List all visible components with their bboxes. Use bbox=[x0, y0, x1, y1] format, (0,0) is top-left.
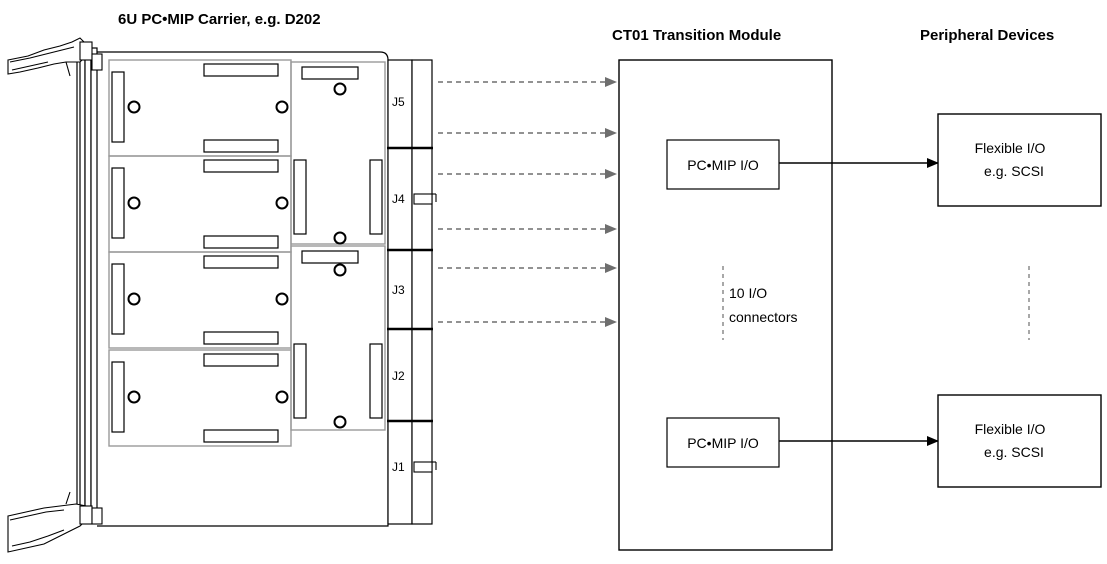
connector-label-j2: J2 bbox=[392, 369, 405, 383]
peripheral-bottom-line1: Flexible I/O bbox=[975, 421, 1046, 437]
bottom-ejector-handle-icon bbox=[7, 491, 103, 553]
pcmip-io-box-bottom: PC•MIP I/O bbox=[666, 417, 780, 468]
pcmip-io-box-top: PC•MIP I/O bbox=[666, 139, 780, 190]
pcmip-io-label-top: PC•MIP I/O bbox=[687, 157, 759, 173]
pcmip-module-2 bbox=[108, 155, 292, 253]
coding-keys bbox=[413, 193, 437, 473]
connector-dividers bbox=[387, 146, 433, 423]
peripheral-bottom-line2: e.g. SCSI bbox=[984, 444, 1044, 460]
peripheral-device-bottom: Flexible I/O e.g. SCSI bbox=[937, 394, 1102, 488]
io-connectors-note-line1: 10 I/O bbox=[729, 285, 767, 301]
pcmip-module-5 bbox=[290, 61, 386, 245]
peripheral-device-top: Flexible I/O e.g. SCSI bbox=[937, 113, 1102, 207]
transition-module-box bbox=[618, 59, 833, 551]
io-connectors-note-line2: connectors bbox=[729, 309, 797, 325]
pcmip-module-4 bbox=[108, 349, 292, 447]
connector-label-j5: J5 bbox=[392, 95, 405, 109]
connector-label-j3: J3 bbox=[392, 283, 405, 297]
peripheral-top-line2: e.g. SCSI bbox=[984, 163, 1044, 179]
connector-label-j4: J4 bbox=[392, 192, 405, 206]
connector-label-j1: J1 bbox=[392, 460, 405, 474]
peripheral-top-line1: Flexible I/O bbox=[975, 140, 1046, 156]
pcmip-io-label-bottom: PC•MIP I/O bbox=[687, 435, 759, 451]
pcmip-module-3 bbox=[108, 251, 292, 349]
transition-module-title: CT01 Transition Module bbox=[612, 27, 781, 44]
carrier-title: 6U PC•MIP Carrier, e.g. D202 bbox=[118, 11, 321, 28]
peripheral-devices-title: Peripheral Devices bbox=[920, 27, 1054, 44]
dashed-signal-arrows bbox=[438, 77, 617, 327]
connector-column bbox=[387, 59, 433, 525]
pcmip-module-1 bbox=[108, 59, 292, 157]
top-ejector-handle-icon bbox=[7, 37, 103, 77]
pcmip-module-6 bbox=[290, 245, 386, 431]
